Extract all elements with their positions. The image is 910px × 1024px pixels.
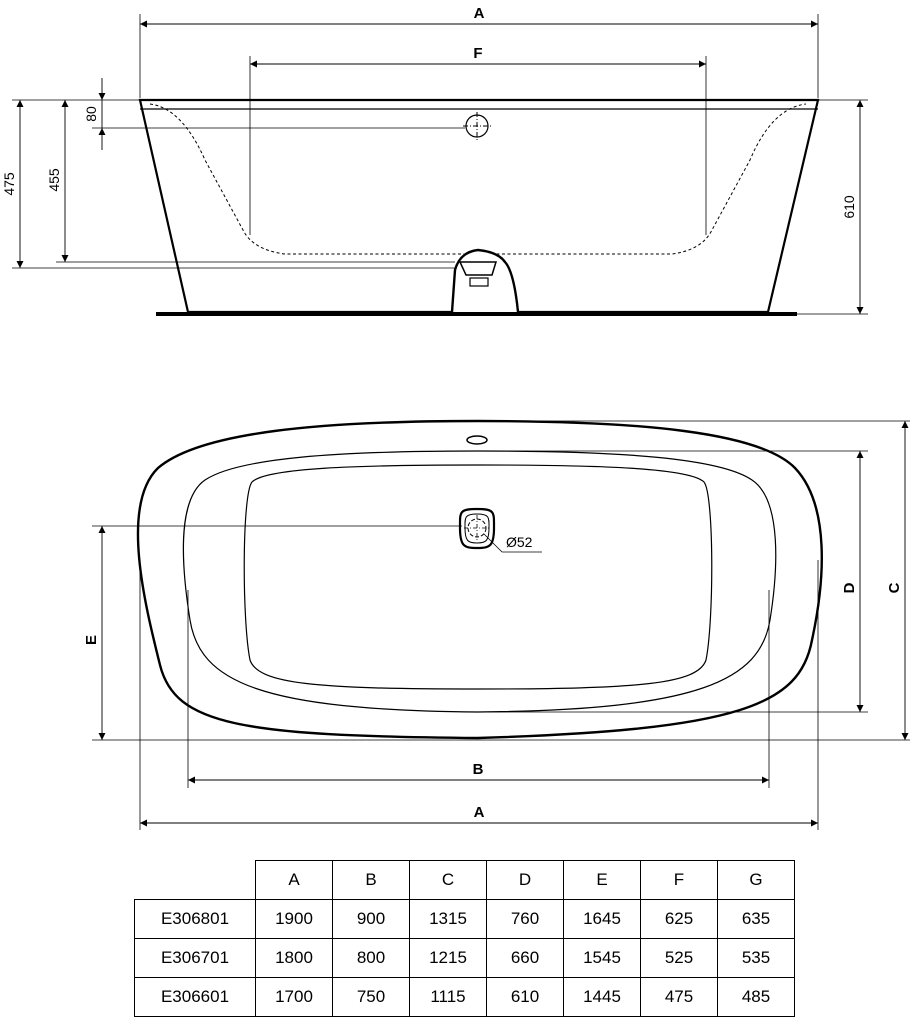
table-cell: 1315 [409, 899, 487, 939]
table-cell: 660 [486, 938, 564, 978]
table-cell: 625 [640, 899, 718, 939]
side-label-80: 80 [83, 106, 99, 122]
table-header-cell: G [717, 860, 795, 900]
top-label-B: B [473, 761, 484, 778]
table-header-cell: E [563, 860, 641, 900]
table-cell: 485 [717, 977, 795, 1017]
technical-drawing: A F 80 475 455 610 [1, 5, 910, 830]
top-label-E: E [83, 635, 100, 645]
table-cell: 1900 [255, 899, 333, 939]
side-view [12, 14, 868, 316]
tub-side-outline [138, 98, 820, 314]
top-label-A: A [474, 804, 485, 821]
table-cell: 1700 [255, 977, 333, 1017]
table-header-cell: C [409, 860, 487, 900]
table-header-row: A B C D E F G [134, 860, 795, 900]
table-row-code: E306601 [134, 977, 256, 1017]
table-cell: 610 [486, 977, 564, 1017]
table-cell: 1645 [563, 899, 641, 939]
basin-floor [243, 464, 713, 690]
table-cell: 1800 [255, 938, 333, 978]
table-cell: 1115 [409, 977, 487, 1017]
top-label-diameter: Ø52 [506, 534, 533, 550]
side-label-475: 475 [1, 172, 17, 196]
table-row: E306701 1800 800 1215 660 1545 525 535 [134, 938, 795, 978]
table-cell: 475 [640, 977, 718, 1017]
side-label-455: 455 [46, 168, 62, 192]
table-cell: 635 [717, 899, 795, 939]
table-cell: 1215 [409, 938, 487, 978]
table-header-cell: F [640, 860, 718, 900]
top-view [92, 419, 910, 830]
side-label-F: F [473, 45, 482, 62]
table-cell: 800 [332, 938, 410, 978]
drain-pipe [450, 248, 520, 313]
table-cell: 535 [717, 938, 795, 978]
table-cell: 525 [640, 938, 718, 978]
basin-outer-rim [182, 450, 777, 713]
table-header-cell: B [332, 860, 410, 900]
table-cell: 1445 [563, 977, 641, 1017]
top-label-D: D [841, 582, 858, 593]
tub-top-outline [136, 419, 823, 740]
drain-top [458, 507, 496, 550]
side-label-610: 610 [841, 195, 857, 219]
table-row: E306601 1700 750 1115 610 1445 475 485 [134, 977, 795, 1017]
table-row: E306801 1900 900 1315 760 1645 625 635 [134, 899, 795, 939]
table-row-code: E306801 [134, 899, 256, 939]
side-label-A: A [474, 5, 485, 22]
table-row-code: E306701 [134, 938, 256, 978]
top-label-C: C [886, 582, 903, 593]
table-cell: 1545 [563, 938, 641, 978]
table-cell: 900 [332, 899, 410, 939]
table-header-cell: D [486, 860, 564, 900]
inner-basin-hidden [149, 103, 807, 255]
overflow-top [466, 435, 488, 445]
table-cell: 760 [486, 899, 564, 939]
dimensions-table: A B C D E F G E306801 1900 900 1315 760 … [134, 860, 795, 1017]
table-header-cell: A [255, 860, 333, 900]
table-cell: 750 [332, 977, 410, 1017]
table-corner-cell [134, 860, 256, 900]
